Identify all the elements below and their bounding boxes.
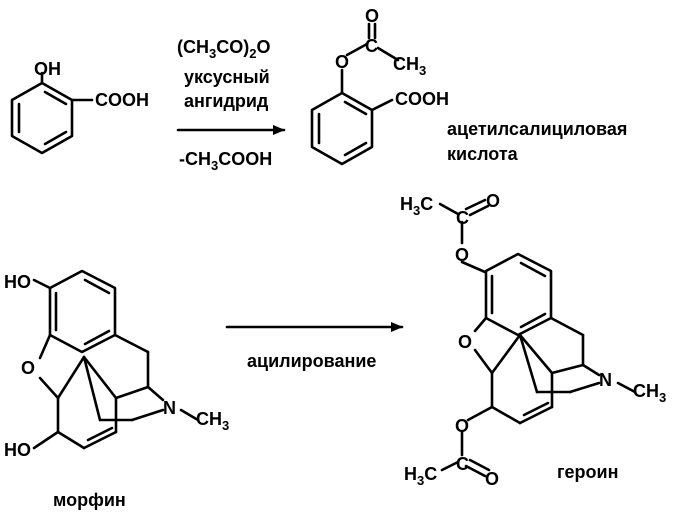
morphine-ho-top: HO bbox=[4, 272, 31, 292]
salicylic-cooh-label: COOH bbox=[95, 90, 149, 110]
reagent-name-line1: уксусный bbox=[184, 67, 270, 87]
morphine-ho-bottom: HO bbox=[4, 440, 31, 460]
morphine-name: морфин bbox=[53, 490, 126, 510]
reagent-name-line2: ангидрид bbox=[184, 91, 269, 111]
heroin-bottom-methyl: H3C bbox=[404, 464, 437, 488]
salicylic-acid-structure: OH COOH bbox=[10, 59, 149, 155]
morphine-structure: HO O HO N CH3 bbox=[4, 269, 229, 460]
heroin-bottom-carbonyl-carbon: C bbox=[456, 454, 469, 474]
acetylsalicylic-acid-structure: O C O CH3 COOH bbox=[310, 6, 449, 166]
aspirin-carbonyl-carbon: C bbox=[365, 36, 378, 56]
acylation-label: ацилирование bbox=[247, 351, 376, 371]
heroin-structure: H3C C O O O N CH3 O H3C C O bbox=[400, 191, 666, 489]
morphine-methyl: CH3 bbox=[196, 409, 229, 433]
salicylic-oh-label: OH bbox=[34, 59, 61, 79]
heroin-bottom-carbonyl-oxygen: O bbox=[485, 469, 499, 489]
heroin-methyl: CH3 bbox=[633, 381, 666, 405]
heroin-top-ester-oxygen: O bbox=[455, 245, 469, 265]
aspirin-cooh-label: COOH bbox=[395, 89, 449, 109]
heroin-top-methyl: H3C bbox=[400, 194, 433, 218]
heroin-ring-oxygen: O bbox=[458, 332, 472, 352]
morphine-nitrogen: N bbox=[163, 398, 176, 418]
heroin-nitrogen: N bbox=[599, 370, 612, 390]
morphine-ring-oxygen: O bbox=[21, 358, 35, 378]
heroin-top-carbonyl-carbon: C bbox=[456, 208, 469, 228]
byproduct-acetic-acid: -CH3COOH bbox=[179, 149, 272, 173]
aspirin-carbonyl-oxygen: O bbox=[365, 6, 379, 26]
aspirin-ester-oxygen: O bbox=[335, 52, 349, 72]
aspirin-name-line2: кислота bbox=[447, 144, 519, 164]
reagent-anhydride-formula: (CH3CO)2O bbox=[177, 37, 270, 61]
heroin-top-carbonyl-oxygen: O bbox=[486, 191, 500, 211]
aspirin-methyl: CH3 bbox=[393, 54, 426, 78]
heroin-bottom-ester-oxygen: O bbox=[455, 416, 469, 436]
heroin-name: героин bbox=[557, 462, 618, 482]
aspirin-name-line1: ацетилсалициловая bbox=[447, 119, 627, 139]
